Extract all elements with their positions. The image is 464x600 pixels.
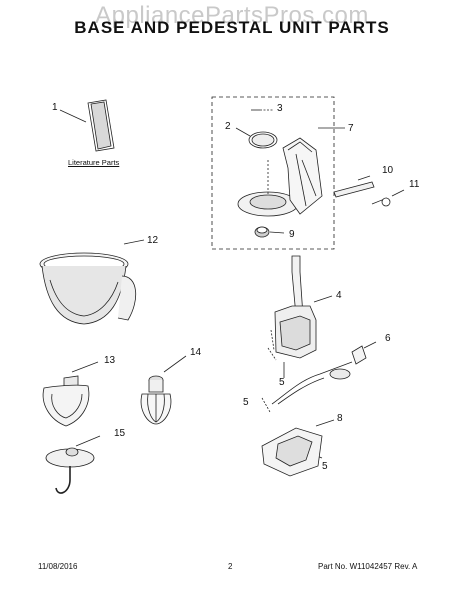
literature-booklet-drawing: [59, 99, 115, 152]
callout-9: 9: [289, 229, 295, 240]
ring-drawing: [235, 127, 278, 149]
base-plate-drawing: [261, 419, 335, 477]
callout-8: 8: [337, 413, 343, 424]
callout-14: 14: [190, 347, 202, 358]
footer-date: 11/08/2016: [38, 562, 78, 571]
flat-beater-drawing: [42, 361, 99, 427]
page-title: BASE AND PEDESTAL UNIT PARTS: [74, 18, 390, 37]
callout-3: 3: [277, 103, 283, 114]
hinge-screw-drawing: [371, 189, 405, 207]
assembly-box: [211, 96, 335, 250]
callout-12: 12: [147, 235, 159, 246]
callout-13: 13: [104, 355, 116, 366]
callout-7: 7: [348, 123, 354, 134]
callout-5b: 5: [243, 397, 249, 408]
dough-hook-drawing: [45, 435, 101, 494]
literature-parts-label: Literature Parts: [68, 158, 120, 167]
callout-2: 2: [225, 121, 231, 132]
power-cord-drawing: [271, 341, 377, 405]
watermark: AppliancePartsPros.com: [95, 2, 369, 29]
callout-15: 15: [114, 428, 126, 439]
callout-11: 11: [409, 179, 420, 190]
footer-part-number: Part No. W11042457 Rev. A: [318, 562, 418, 571]
callout-5a: 5: [279, 377, 285, 388]
pedestal-base-drawing: [237, 127, 345, 217]
knob-drawing: [254, 226, 285, 238]
callout-10: 10: [382, 165, 394, 176]
footer-page: 2: [228, 562, 233, 571]
callout-5c: 5: [322, 461, 328, 472]
hinge-pin-drawing: [333, 175, 375, 198]
callout-6: 6: [385, 333, 391, 344]
hinge-bracket-drawing: [274, 255, 333, 359]
bowl-drawing: [39, 239, 145, 325]
callout-1: 1: [52, 102, 58, 113]
wire-whip-drawing: [140, 355, 187, 425]
callout-4: 4: [336, 290, 342, 301]
